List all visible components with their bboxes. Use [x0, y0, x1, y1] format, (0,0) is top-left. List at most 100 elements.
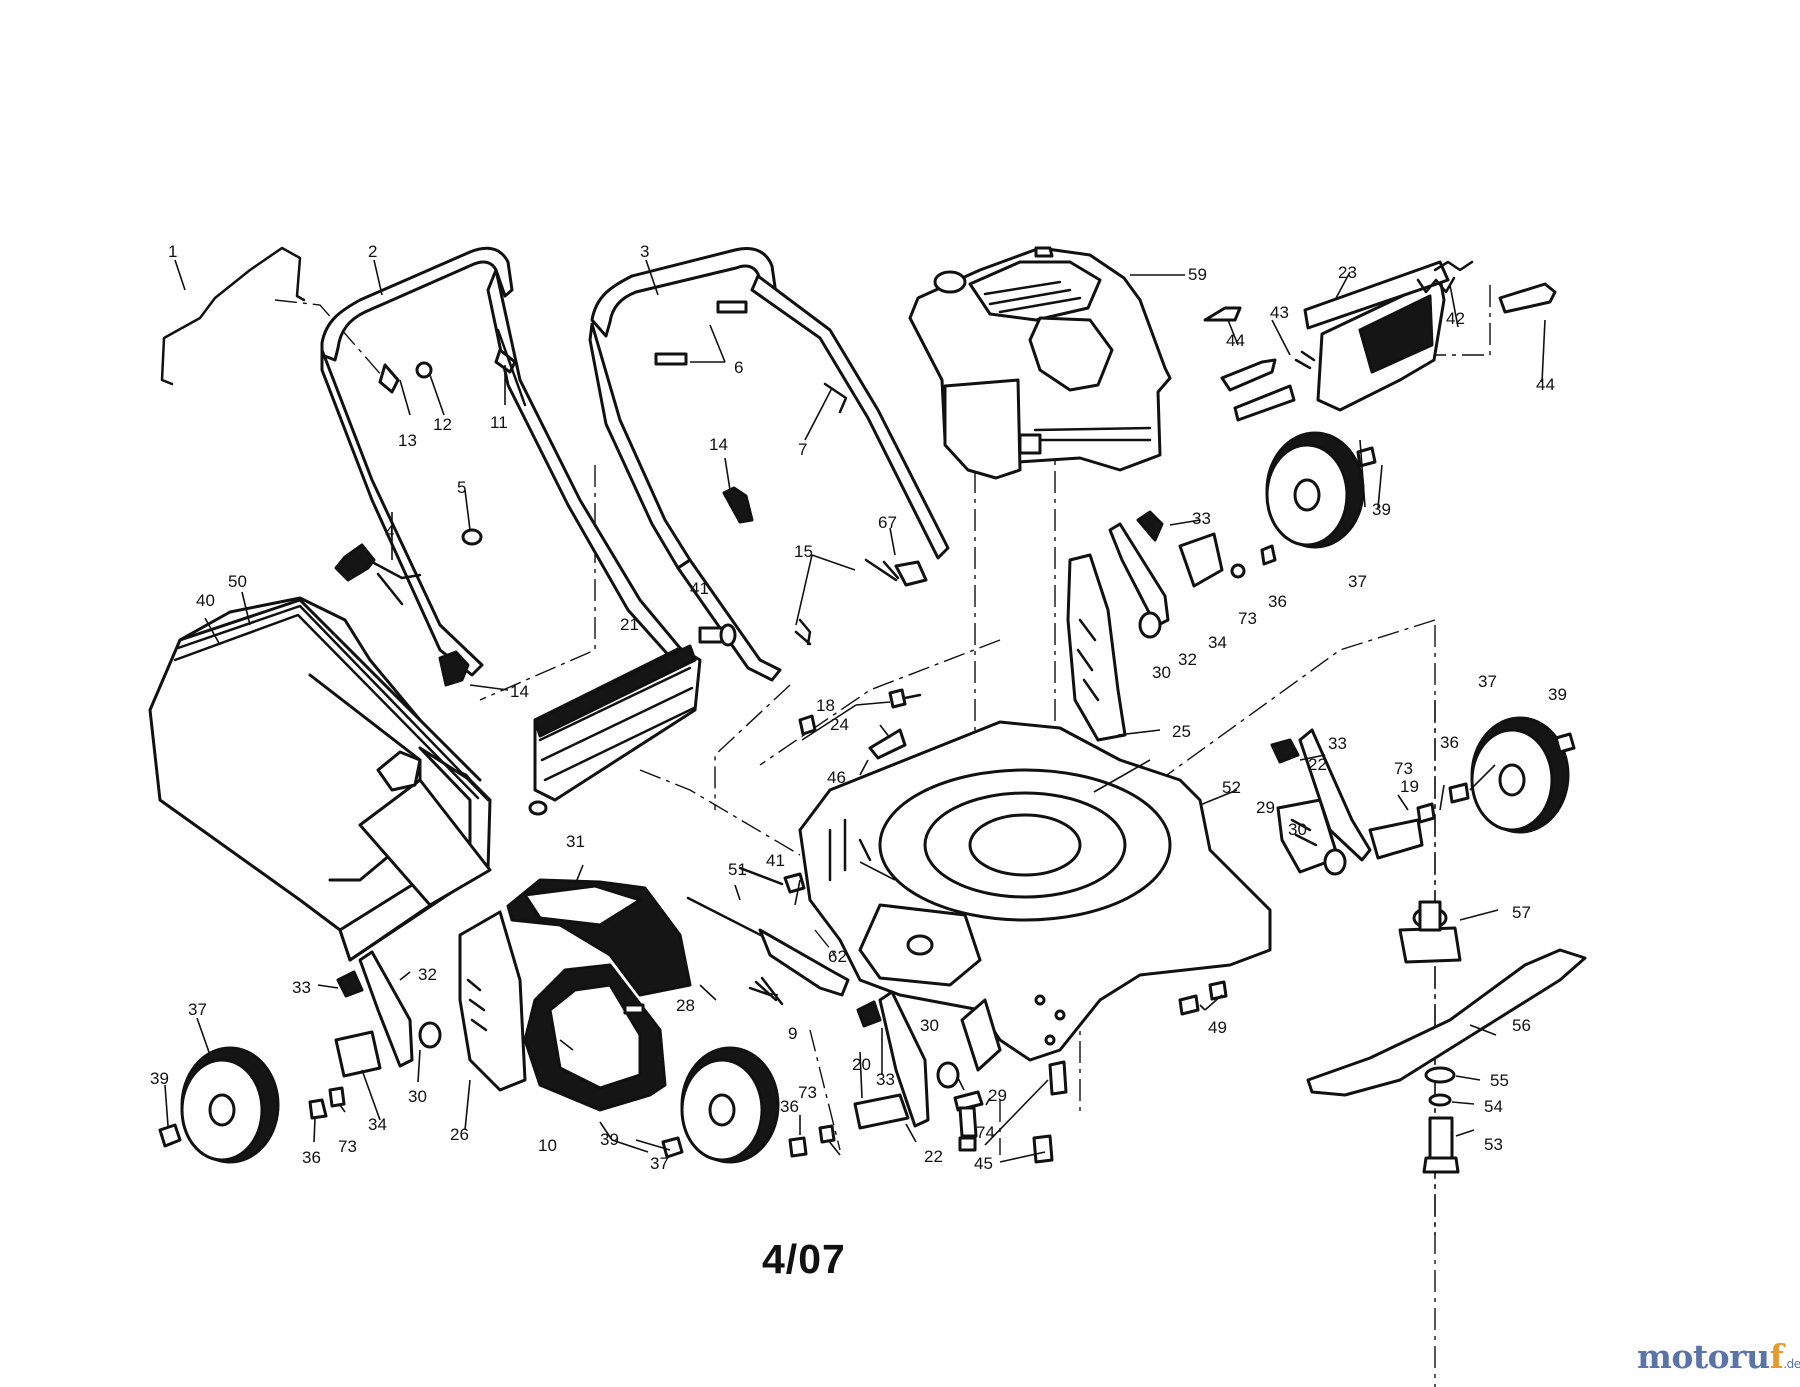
- callout-56: 56: [1512, 1016, 1531, 1035]
- lower-handle: [588, 247, 950, 682]
- callout-53: 53: [1484, 1135, 1503, 1154]
- callout-14-b: 14: [510, 682, 529, 701]
- watermark-accent: f: [1769, 1337, 1784, 1376]
- callout-39-c: 39: [150, 1069, 169, 1088]
- callout-15: 15: [794, 542, 813, 561]
- callout-5: 5: [457, 478, 466, 497]
- callout-44-a: 44: [1226, 331, 1245, 350]
- callout-59: 59: [1188, 265, 1207, 284]
- callout-73-a: 73: [1238, 609, 1257, 628]
- callout-31: 31: [566, 832, 585, 851]
- callout-24: 24: [830, 715, 849, 734]
- callout-54: 54: [1484, 1097, 1503, 1116]
- callout-52: 52: [1222, 778, 1241, 797]
- callout-33-c: 33: [292, 978, 311, 997]
- callout-39-d: 39: [600, 1130, 619, 1149]
- callout-41-a: 41: [690, 579, 709, 598]
- wheel-front-center: [661, 1046, 780, 1164]
- callout-29-b: 29: [988, 1086, 1007, 1105]
- callout-45: 45: [974, 1154, 993, 1173]
- handle-hardware: [334, 300, 928, 687]
- callout-30-a: 30: [1152, 663, 1171, 682]
- callout-36-d: 36: [780, 1097, 799, 1116]
- callout-36-a: 36: [1268, 592, 1287, 611]
- callout-13: 13: [398, 431, 417, 450]
- callout-19: 19: [1400, 777, 1419, 796]
- mower-deck: [798, 720, 1272, 1062]
- callout-26: 26: [450, 1125, 469, 1144]
- height-adjusters: [334, 510, 1424, 1138]
- callout-44-b: 44: [1536, 375, 1555, 394]
- blade-assembly: [1306, 900, 1587, 1174]
- leader-lines: [164, 259, 1546, 1163]
- callout-2: 2: [368, 242, 377, 261]
- callout-74: 74: [976, 1123, 995, 1142]
- callout-32-b: 32: [418, 965, 437, 984]
- callout-28: 28: [676, 996, 695, 1015]
- callout-30-b: 30: [1288, 820, 1307, 839]
- discharge-chute: [506, 878, 692, 1112]
- watermark-tld: .de: [1783, 1357, 1800, 1371]
- callout-62: 62: [828, 947, 847, 966]
- callout-18: 18: [816, 696, 835, 715]
- callout-37-c: 37: [188, 1000, 207, 1019]
- wheel-front-left: [158, 1046, 280, 1164]
- callout-67: 67: [878, 513, 897, 532]
- brand-watermark: motoruf.de: [1637, 1337, 1800, 1376]
- callout-42: 42: [1446, 309, 1465, 328]
- callout-36-c: 36: [302, 1148, 321, 1167]
- callout-34-a: 34: [1208, 633, 1227, 652]
- callout-40: 40: [196, 591, 215, 610]
- callout-51: 51: [728, 860, 747, 879]
- callout-49: 49: [1208, 1018, 1227, 1037]
- grass-catcher: [148, 596, 492, 962]
- callout-33-d: 33: [876, 1070, 895, 1089]
- callout-33-a: 33: [1192, 509, 1211, 528]
- callout-22-a: 22: [1308, 755, 1327, 774]
- wheel-rear-right: [1470, 716, 1576, 834]
- callout-21: 21: [620, 615, 639, 634]
- callout-43: 43: [1270, 303, 1289, 322]
- callout-7: 7: [798, 440, 807, 459]
- callout-23: 23: [1338, 263, 1357, 282]
- callout-73-b: 73: [1394, 759, 1413, 778]
- callout-3: 3: [640, 242, 649, 261]
- callout-41-b: 41: [766, 851, 785, 870]
- page-code: 4/07: [762, 1236, 846, 1282]
- callout-12: 12: [433, 415, 452, 434]
- wheel-rear-top: [1265, 431, 1377, 549]
- callout-34-b: 34: [368, 1115, 387, 1134]
- callout-57: 57: [1512, 903, 1531, 922]
- callout-10: 10: [538, 1136, 557, 1155]
- callout-20: 20: [852, 1055, 871, 1074]
- rear-flap: [1233, 260, 1557, 422]
- callout-6: 6: [734, 358, 743, 377]
- engine: [908, 246, 1172, 480]
- callout-22-b: 22: [924, 1147, 943, 1166]
- watermark-main: motoru: [1637, 1337, 1770, 1376]
- callout-9: 9: [788, 1024, 797, 1043]
- callout-73-c: 73: [338, 1137, 357, 1156]
- rear-hinge-flap: [528, 644, 702, 816]
- callout-39-a: 39: [1372, 500, 1391, 519]
- callout-33-b: 33: [1328, 734, 1347, 753]
- callout-11: 11: [490, 413, 508, 432]
- callout-14-a: 14: [709, 435, 728, 454]
- control-bar: [160, 246, 306, 386]
- callout-32-a: 32: [1178, 650, 1197, 669]
- callout-37-a: 37: [1348, 572, 1367, 591]
- callout-37-d: 37: [650, 1154, 669, 1173]
- callout-36-b: 36: [1440, 733, 1459, 752]
- callout-39-b: 39: [1548, 685, 1567, 704]
- callout-46: 46: [827, 768, 846, 787]
- callout-30-c: 30: [408, 1087, 427, 1106]
- callout-1: 1: [168, 242, 177, 261]
- misc-hardware: [308, 306, 1470, 1164]
- callout-numbers: 1 2 3 4 5 6 7 9 10 11 12 13 14 14 15 18 …: [150, 242, 1567, 1173]
- callout-73-d: 73: [798, 1083, 817, 1102]
- callout-50: 50: [228, 572, 247, 591]
- callout-25: 25: [1172, 722, 1191, 741]
- callout-55: 55: [1490, 1071, 1509, 1090]
